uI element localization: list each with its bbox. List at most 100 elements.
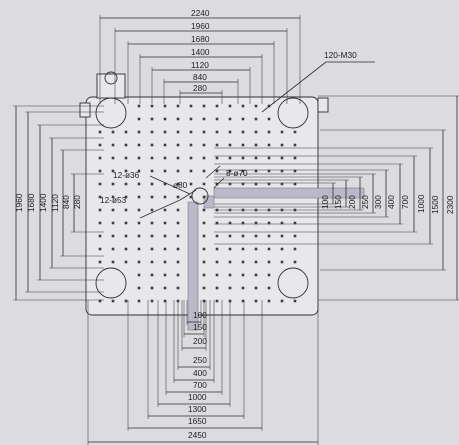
callout-holes-53: 12-ø53 [100, 195, 127, 205]
callout-center-bore: ø80 [173, 180, 188, 190]
bolt-hole [124, 182, 128, 186]
bolt-hole [202, 286, 206, 290]
bolt-hole [215, 221, 219, 225]
bolt-hole [111, 130, 115, 134]
dim-top-1680: 1680 [191, 34, 210, 44]
bolt-hole [215, 299, 219, 303]
bolt-hole [228, 169, 232, 173]
bolt-hole [267, 234, 271, 238]
bolt-hole [163, 286, 167, 290]
dim-left-1400: 1400 [38, 193, 48, 212]
bolt-hole [267, 169, 271, 173]
bolt-hole [254, 117, 258, 121]
bolt-hole [241, 169, 245, 173]
bolt-hole [241, 299, 245, 303]
bolt-hole-grid [98, 104, 297, 303]
bolt-hole [241, 221, 245, 225]
bolt-hole [267, 221, 271, 225]
bolt-hole [111, 299, 115, 303]
bolt-hole [124, 299, 128, 303]
bolt-hole [254, 169, 258, 173]
bolt-hole [215, 182, 219, 186]
dim-top-840: 840 [193, 72, 207, 82]
bolt-hole [267, 117, 271, 121]
bolt-hole [215, 169, 219, 173]
dim-right-300: 300 [373, 195, 383, 209]
bolt-hole [228, 117, 232, 121]
dimension-lines [13, 15, 459, 445]
bolt-hole [176, 286, 180, 290]
bolt-hole [228, 260, 232, 264]
bolt-hole [280, 234, 284, 238]
bolt-hole [137, 130, 141, 134]
bolt-hole [267, 182, 271, 186]
bolt-hole [228, 130, 232, 134]
left-dimension-labels: 1960 1680 1400 1120 840 280 [14, 193, 82, 212]
bolt-hole [176, 130, 180, 134]
dim-bottom-400: 400 [193, 368, 207, 378]
bolt-hole [189, 117, 193, 121]
bolt-hole [98, 260, 102, 264]
bolt-hole [215, 247, 219, 251]
bolt-hole [176, 143, 180, 147]
bolt-hole [202, 156, 206, 160]
bolt-hole [111, 156, 115, 160]
dim-left-1680: 1680 [26, 193, 36, 212]
dim-right-100: 100 [320, 195, 330, 209]
bolt-hole [163, 208, 167, 212]
dim-bottom-150: 150 [193, 322, 207, 332]
dim-top-2240: 2240 [191, 8, 210, 18]
bolt-hole [202, 143, 206, 147]
bolt-hole [124, 156, 128, 160]
bolt-hole [280, 169, 284, 173]
bolt-hole [254, 143, 258, 147]
bolt-hole [150, 130, 154, 134]
bolt-hole [111, 234, 115, 238]
bolt-hole [202, 130, 206, 134]
bolt-hole [150, 104, 154, 108]
bolt-hole [215, 286, 219, 290]
bolt-hole [137, 299, 141, 303]
bolt-hole [293, 143, 297, 147]
bolt-hole [124, 260, 128, 264]
bolt-hole [111, 260, 115, 264]
bolt-hole [241, 247, 245, 251]
right-slot-dimension-labels: 100 150 200 250 300 400 700 1000 [320, 194, 426, 213]
dim-left-840: 840 [61, 195, 71, 209]
dim-top-1960: 1960 [191, 21, 210, 31]
bolt-hole [189, 169, 193, 173]
bolt-hole [189, 182, 193, 186]
dim-right-1000: 1000 [416, 194, 426, 213]
bolt-hole [111, 169, 115, 173]
bolt-hole [202, 273, 206, 277]
tie-bar-hole-tr [277, 97, 309, 129]
bolt-hole [254, 182, 258, 186]
dim-top-280: 280 [193, 83, 207, 93]
bolt-hole [176, 195, 180, 199]
bolt-hole [137, 260, 141, 264]
tie-bar-holes [95, 97, 309, 299]
bolt-hole [150, 234, 154, 238]
dim-bottom-100: 100 [193, 310, 207, 320]
bolt-hole [163, 234, 167, 238]
bolt-hole [241, 104, 245, 108]
bolt-hole [189, 130, 193, 134]
dim-left-1960: 1960 [14, 193, 24, 212]
bolt-hole [124, 247, 128, 251]
callouts: 120-M30 12-ø36 12-ø53 ø80 8-ø70 [100, 50, 375, 205]
bolt-hole [228, 247, 232, 251]
bolt-hole [163, 195, 167, 199]
tie-bar-hole-br [277, 267, 309, 299]
bolt-hole [267, 273, 271, 277]
callout-thread: 120-M30 [324, 50, 357, 60]
bolt-hole [137, 117, 141, 121]
bolt-hole [267, 260, 271, 264]
callout-holes-36: 12-ø36 [113, 170, 140, 180]
bolt-hole [150, 208, 154, 212]
bolt-hole [98, 169, 102, 173]
bolt-hole [176, 273, 180, 277]
bolt-hole [215, 234, 219, 238]
bolt-hole [241, 286, 245, 290]
tie-bar-hole-bl [95, 267, 127, 299]
